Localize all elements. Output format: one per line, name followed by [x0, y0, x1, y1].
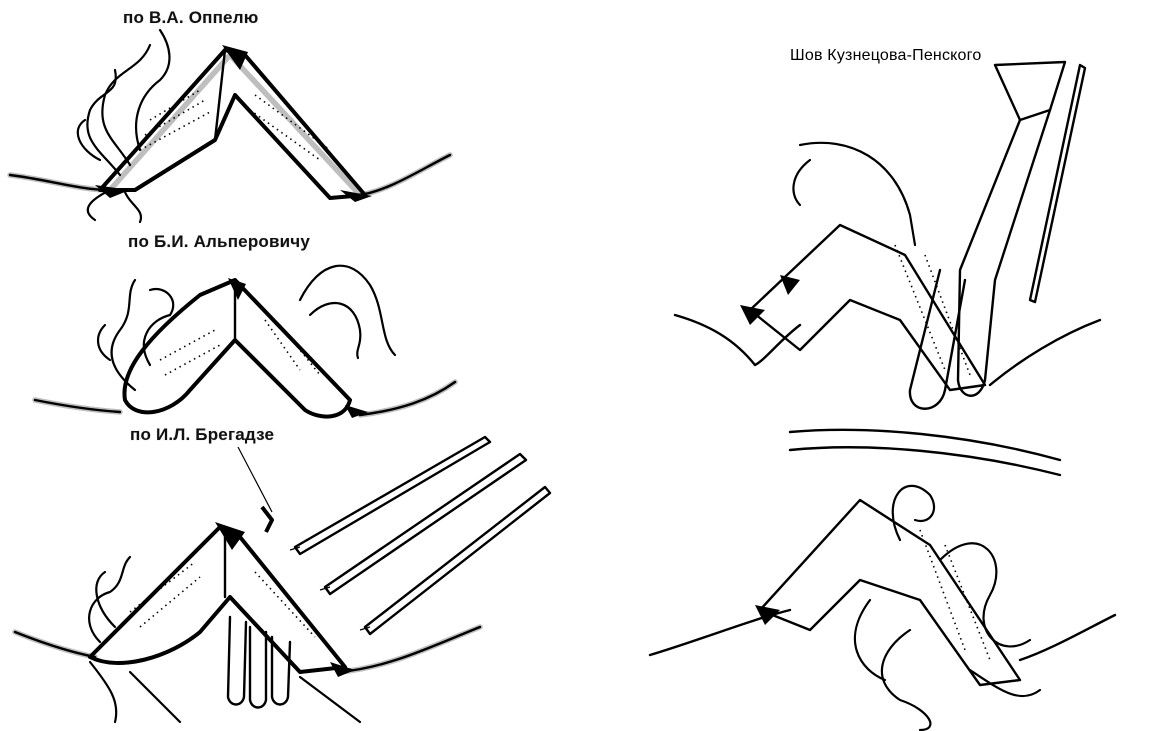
tissue-surface	[15, 627, 480, 672]
suture-lines	[130, 562, 315, 637]
lower-threads	[855, 486, 1040, 730]
lower-tissue	[650, 500, 1115, 685]
liver-wedge	[124, 278, 368, 418]
tissue-surface	[10, 55, 450, 195]
upper-threads	[793, 143, 915, 245]
figure-oppel	[0, 0, 470, 225]
tissue-surface	[35, 382, 455, 415]
needle-holder	[910, 62, 1085, 409]
separator	[790, 430, 1060, 475]
figure-alperovich	[0, 240, 470, 430]
upper-tissue	[675, 225, 1100, 390]
threads	[98, 266, 395, 390]
figure-bregadze	[0, 432, 560, 731]
figure-kuznetsov-pensky	[640, 40, 1155, 731]
